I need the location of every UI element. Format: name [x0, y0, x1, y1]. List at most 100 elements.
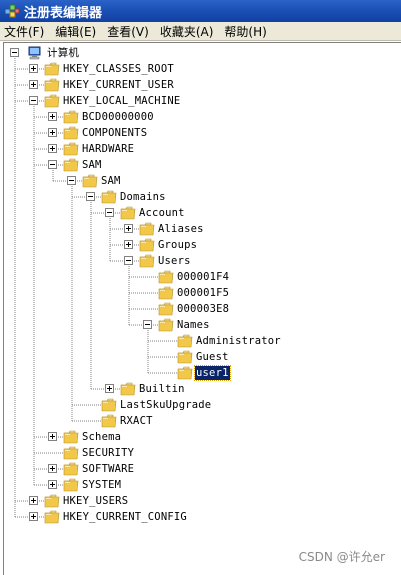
- collapse-icon[interactable]: [86, 192, 95, 201]
- tree-node-label: HKEY_CURRENT_CONFIG: [63, 511, 187, 523]
- tree-node-aliases[interactable]: Aliases: [4, 221, 394, 237]
- folder-icon: [63, 462, 79, 476]
- collapse-icon[interactable]: [48, 160, 57, 169]
- expand-icon[interactable]: [29, 512, 38, 521]
- expand-icon[interactable]: [48, 112, 57, 121]
- tree-node-bcd00000000[interactable]: BCD00000000: [4, 109, 394, 125]
- expand-icon[interactable]: [48, 480, 57, 489]
- tree-node-hardware[interactable]: HARDWARE: [4, 141, 394, 157]
- collapse-icon[interactable]: [143, 320, 152, 329]
- tree-node-components[interactable]: COMPONENTS: [4, 125, 394, 141]
- tree-node-builtin[interactable]: Builtin: [4, 381, 394, 397]
- tree-node-label: 000001F5: [177, 287, 230, 299]
- tree-node-system[interactable]: SYSTEM: [4, 477, 394, 493]
- tree-node-sam[interactable]: SAM: [4, 157, 394, 173]
- expand-icon[interactable]: [48, 464, 57, 473]
- tree-node-label: HKEY_CLASSES_ROOT: [63, 63, 174, 75]
- folder-icon: [158, 270, 174, 284]
- tree-node-label: Schema: [82, 431, 122, 443]
- collapse-icon[interactable]: [29, 96, 38, 105]
- tree-node-software[interactable]: SOFTWARE: [4, 461, 394, 477]
- tree-node-label: SECURITY: [82, 447, 135, 459]
- open-folder-icon: [139, 254, 155, 268]
- menu-help[interactable]: 帮助(H): [224, 24, 267, 39]
- tree-node-domains[interactable]: Domains: [4, 189, 394, 205]
- open-folder-icon: [82, 174, 98, 188]
- folder-icon: [44, 78, 60, 92]
- tree-node-label: 000003E8: [177, 303, 230, 315]
- collapse-icon[interactable]: [10, 48, 19, 57]
- tree-node-hkey-users[interactable]: HKEY_USERS: [4, 493, 394, 509]
- tree-root-computer[interactable]: 计算机: [4, 45, 204, 61]
- expand-icon[interactable]: [29, 80, 38, 89]
- registry-tree[interactable]: 计算机 HKEY_CLASSES_ROOT HKEY_CURRENT_USER HK…: [3, 42, 401, 575]
- tree-node-label: user1: [194, 365, 231, 381]
- tree-node-000003e8[interactable]: 000003E8: [4, 301, 394, 317]
- folder-icon: [177, 334, 193, 348]
- tree-node-label: Groups: [158, 239, 198, 251]
- tree-node-users[interactable]: Users: [4, 253, 394, 269]
- tree-node-hkey-current-user[interactable]: HKEY_CURRENT_USER: [4, 77, 394, 93]
- folder-icon: [101, 398, 117, 412]
- tree-node-label: HKEY_USERS: [63, 495, 129, 507]
- menu-favorites[interactable]: 收藏夹(A): [159, 24, 214, 39]
- tree-node-label: Names: [177, 319, 210, 331]
- folder-icon: [63, 430, 79, 444]
- collapse-icon[interactable]: [67, 176, 76, 185]
- tree-node-rxact[interactable]: RXACT: [4, 413, 394, 429]
- open-folder-icon: [101, 190, 117, 204]
- tree-node-label: Domains: [120, 191, 166, 203]
- expand-icon[interactable]: [105, 384, 114, 393]
- tree-node-hkey-current-config[interactable]: HKEY_CURRENT_CONFIG: [4, 509, 394, 525]
- folder-icon: [139, 222, 155, 236]
- tree-node-label: Users: [158, 255, 191, 267]
- expand-icon[interactable]: [124, 240, 133, 249]
- folder-icon: [120, 382, 136, 396]
- folder-icon: [44, 62, 60, 76]
- window-title: 注册表编辑器: [24, 5, 103, 21]
- collapse-icon[interactable]: [124, 256, 133, 265]
- folder-icon: [158, 286, 174, 300]
- folder-icon: [177, 350, 193, 364]
- tree-node-names[interactable]: Names: [4, 317, 394, 333]
- menu-edit[interactable]: 编辑(E): [55, 24, 97, 39]
- expand-icon[interactable]: [29, 64, 38, 73]
- folder-icon: [63, 142, 79, 156]
- open-folder-icon: [63, 158, 79, 172]
- expand-icon[interactable]: [48, 432, 57, 441]
- tree-node-sam[interactable]: SAM: [4, 173, 394, 189]
- tree-node-label: Account: [139, 207, 185, 219]
- collapse-icon[interactable]: [105, 208, 114, 217]
- tree-node-security[interactable]: SECURITY: [4, 445, 394, 461]
- tree-node-label: Guest: [196, 351, 229, 363]
- tree-node-user1[interactable]: user1: [4, 365, 394, 381]
- expand-icon[interactable]: [124, 224, 133, 233]
- expand-icon[interactable]: [48, 144, 57, 153]
- tree-node-groups[interactable]: Groups: [4, 237, 394, 253]
- tree-node-000001f5[interactable]: 000001F5: [4, 285, 394, 301]
- tree-node-label: HKEY_LOCAL_MACHINE: [63, 95, 181, 107]
- computer-icon: [28, 46, 41, 60]
- menu-file[interactable]: 文件(F): [4, 24, 45, 39]
- menu-view[interactable]: 查看(V): [107, 24, 149, 39]
- tree-node-000001f4[interactable]: 000001F4: [4, 269, 394, 285]
- open-folder-icon: [158, 318, 174, 332]
- tree-node-administrator[interactable]: Administrator: [4, 333, 394, 349]
- title-bar: 注册表编辑器: [0, 0, 401, 22]
- expand-icon[interactable]: [48, 128, 57, 137]
- tree-node-hkey-local-machine[interactable]: HKEY_LOCAL_MACHINE: [4, 93, 394, 109]
- tree-node-label: SAM: [82, 159, 102, 171]
- expand-icon[interactable]: [29, 496, 38, 505]
- tree-node-hkey-classes-root[interactable]: HKEY_CLASSES_ROOT: [4, 61, 394, 77]
- tree-node-lastskuupgrade[interactable]: LastSkuUpgrade: [4, 397, 394, 413]
- tree-node-label: HARDWARE: [82, 143, 135, 155]
- tree-node-schema[interactable]: Schema: [4, 429, 394, 445]
- tree-node-label: LastSkuUpgrade: [120, 399, 212, 411]
- tree-root-label: 计算机: [47, 47, 80, 59]
- tree-node-account[interactable]: Account: [4, 205, 394, 221]
- open-folder-icon: [44, 94, 60, 108]
- folder-icon: [44, 510, 60, 524]
- folder-icon: [63, 126, 79, 140]
- tree-node-guest[interactable]: Guest: [4, 349, 394, 365]
- folder-icon: [101, 414, 117, 428]
